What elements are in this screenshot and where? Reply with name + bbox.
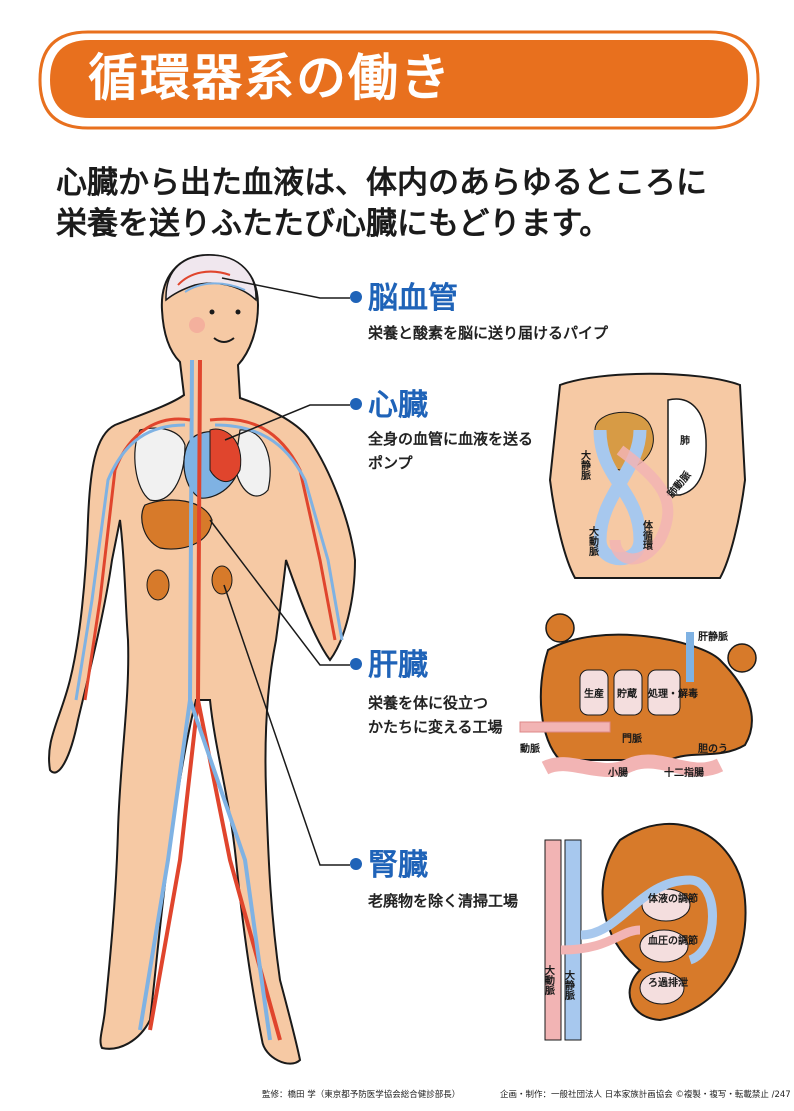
heart-aorta-label: 大動脈 <box>587 525 599 557</box>
heart-circulation-diagram <box>548 372 747 579</box>
lead-line-2: 栄養を送りふたたび心臓にもどります。 <box>56 206 611 242</box>
kidney-diagram <box>544 822 747 1041</box>
heart-vena-cava-label: 大静脈 <box>579 449 591 481</box>
organ-desc-brain-vessels: 栄養と酸素を脳に送り届けるパイプ <box>368 324 609 342</box>
organ-desc-liver-1: 栄養を体に役立つ <box>368 694 489 712</box>
bullet-icon <box>350 857 362 870</box>
liver-box-2: 貯蔵 <box>617 687 637 700</box>
liver-duodenum-label: 十二指腸 <box>664 766 704 779</box>
kidney-vena-cava-label: 大静脈 <box>563 969 575 1001</box>
liver-box-1: 生産 <box>584 687 604 700</box>
liver-small-intestine-label: 小腸 <box>607 766 628 779</box>
liver-artery-label: 動脈 <box>520 742 540 755</box>
heart-systemic-label: 体循環 <box>641 519 653 551</box>
lead-line-1: 心臓から出た血液は、体内のあらゆるところに <box>56 165 707 201</box>
footer-publisher: 企画・制作：一般社団法人 日本家族計画協会 ©複製・複写・転載禁止 /247 <box>500 1090 791 1100</box>
organ-desc-heart-2: ポンプ <box>368 454 413 472</box>
liver-gallbladder-label: 胆のう <box>698 743 728 755</box>
organ-desc-liver-2: かたちに変える工場 <box>368 718 503 736</box>
liver-portal-label: 門脈 <box>622 732 642 745</box>
organ-desc-kidney: 老廃物を除く清掃工場 <box>368 892 519 910</box>
kidney-box-3: ろ過排泄 <box>648 976 688 989</box>
bullet-icon <box>350 290 362 303</box>
kidney-box-2: 血圧の調節 <box>648 934 698 947</box>
kidney-box-1: 体液の調節 <box>648 892 698 905</box>
organ-label-liver: 肝臓 <box>350 648 428 684</box>
leader-lines <box>209 277 350 866</box>
liver-hepatic-vein-label: 肝静脈 <box>698 630 728 643</box>
title-banner <box>38 30 760 130</box>
heart-lung-label: 肺 <box>680 434 690 447</box>
footer-supervisor: 監修：橋田 学（東京都予防医学協会総合健診部長） <box>262 1090 461 1100</box>
liver-diagram <box>519 613 757 777</box>
bullet-icon <box>350 657 362 670</box>
kidney-aorta-label: 大動脈 <box>543 964 555 996</box>
organ-desc-heart-1: 全身の血管に血液を送る <box>368 430 534 448</box>
page-title: 循環器系の働き <box>88 49 452 107</box>
liver-box-3: 処理・解毒 <box>647 687 698 700</box>
human-body <box>48 253 357 1065</box>
bullet-icon <box>350 397 362 410</box>
organ-label-heart: 心臓 <box>350 388 428 424</box>
organ-label-kidney: 腎臓 <box>350 848 428 884</box>
organ-label-brain-vessels: 脳血管 <box>350 281 458 317</box>
